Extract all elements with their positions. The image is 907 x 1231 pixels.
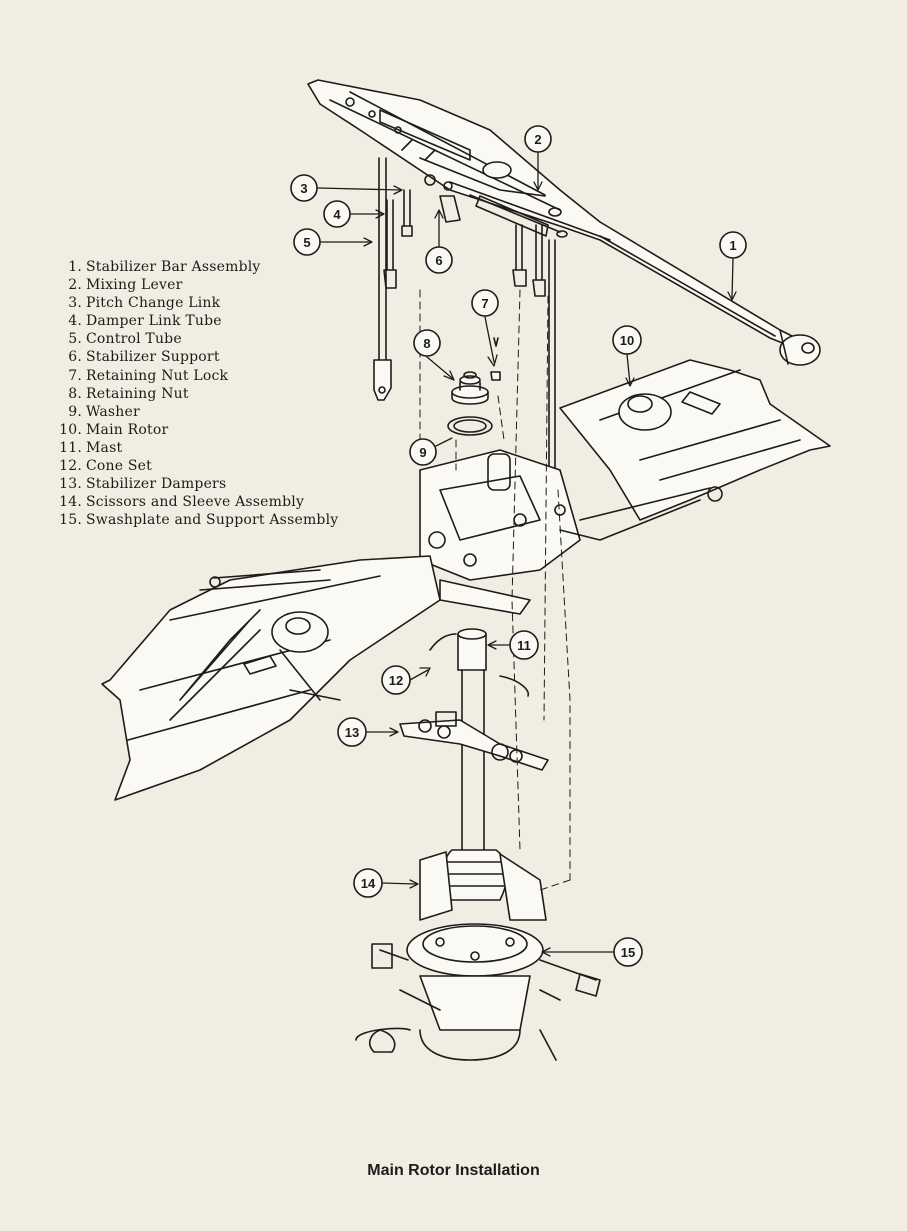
control-tubes xyxy=(373,157,561,491)
callout-8: 8 xyxy=(423,336,430,351)
callout-7: 7 xyxy=(481,296,488,311)
legend-item: 11.Mast xyxy=(59,439,123,456)
legend-item: 7.Retaining Nut Lock xyxy=(68,367,229,384)
assembly-guide-lines xyxy=(419,289,571,891)
callout-15: 15 xyxy=(621,945,635,960)
callout-circle-5 xyxy=(293,228,321,256)
legend-item: 14.Scissors and Sleeve Assembly xyxy=(59,494,305,511)
legend-item: 1.Stabilizer Bar Assembly xyxy=(68,259,261,275)
leader-lines xyxy=(317,151,737,957)
callout-14: 14 xyxy=(361,876,376,891)
legend-item: 3.Pitch Change Link xyxy=(68,295,221,312)
callout-9: 9 xyxy=(419,445,426,460)
main-rotor xyxy=(101,359,831,801)
callout-circle-10 xyxy=(612,325,642,355)
legend-item: 2.Mixing Lever xyxy=(68,277,183,294)
figure-caption: Main Rotor Installation xyxy=(367,1162,540,1179)
callout-2: 2 xyxy=(534,132,541,147)
callout-1: 1 xyxy=(729,238,736,253)
legend-item: 9.Washer xyxy=(68,403,140,420)
callout-6: 6 xyxy=(435,253,442,268)
callout-11: 11 xyxy=(517,638,531,653)
callout-circle-6 xyxy=(425,246,453,274)
callout-circle-2 xyxy=(524,125,552,153)
callout-circle-7 xyxy=(471,289,499,317)
parts-legend: 1.Stabilizer Bar Assembly 2.Mixing Lever… xyxy=(56,258,338,529)
callout-3: 3 xyxy=(300,181,307,196)
callout-circle-3 xyxy=(290,174,318,202)
callout-circle-11 xyxy=(509,630,539,660)
callout-12: 12 xyxy=(389,673,403,688)
legend-item: 12.Cone Set xyxy=(59,458,152,475)
stabilizer-bar-assembly xyxy=(307,79,821,366)
callout-10: 10 xyxy=(620,333,634,348)
callout-circle-12 xyxy=(381,665,411,695)
callout-circle-1 xyxy=(719,231,747,259)
callout-5: 5 xyxy=(303,235,310,250)
legend-item: 10.Main Rotor xyxy=(59,421,169,438)
callout-13: 13 xyxy=(345,725,359,740)
callout-4: 4 xyxy=(333,207,341,222)
legend-item: 15.Swashplate and Support Assembly xyxy=(59,512,339,529)
mast xyxy=(429,628,529,851)
callout-circle-15 xyxy=(613,937,643,967)
callout-circle-8 xyxy=(413,329,441,357)
legend-item: 13.Stabilizer Dampers xyxy=(59,476,227,493)
stabilizer-dampers xyxy=(399,711,549,771)
legend-item: 4.Damper Link Tube xyxy=(68,313,222,330)
retaining-hardware xyxy=(447,337,501,436)
callout-circle-14 xyxy=(353,868,383,898)
swashplate-assembly xyxy=(355,849,601,1061)
callout-circle-13 xyxy=(337,717,367,747)
callout-circle-9 xyxy=(409,438,437,466)
legend-item: 8.Retaining Nut xyxy=(68,385,189,402)
legend-item: 6.Stabilizer Support xyxy=(68,349,220,366)
callout-circles xyxy=(290,125,747,967)
callout-circle-4 xyxy=(323,200,351,228)
legend-item: 5.Control Tube xyxy=(68,331,182,348)
callout-numbers: 1 2 3 4 5 6 7 8 9 10 11 12 13 14 15 xyxy=(300,132,736,960)
